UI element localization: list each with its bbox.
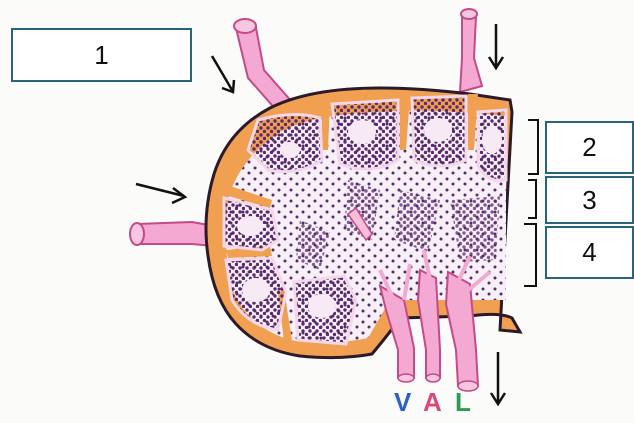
follicle (248, 114, 322, 171)
bracket-cortex (528, 120, 538, 174)
follicle (478, 110, 506, 181)
follicle (412, 96, 466, 166)
arrow-out-efferent (491, 352, 505, 404)
follicle (332, 100, 398, 169)
arrow-into-afferent-left (136, 184, 185, 203)
label-brackets (524, 120, 538, 286)
afferent-vessel-top-left (234, 19, 292, 112)
label-box-4: 4 (545, 226, 634, 279)
label-box-3: 3 (545, 176, 634, 224)
label-box-2: 2 (545, 121, 634, 174)
artery-label: A (423, 387, 442, 418)
afferent-vessel-top-right (460, 9, 482, 92)
afferent-vessel-left (130, 222, 214, 246)
follicle (294, 276, 356, 344)
hilum-artery (418, 270, 440, 382)
bracket-paracortex (528, 180, 536, 218)
bracket-medulla (524, 224, 536, 286)
arrow-into-afferent-top-left (212, 56, 234, 92)
lymph-vessel-label: L (455, 387, 471, 418)
label-box-1: 1 (11, 28, 192, 82)
vein-label: V (394, 387, 411, 418)
arrow-into-afferent-top-right (489, 24, 503, 68)
